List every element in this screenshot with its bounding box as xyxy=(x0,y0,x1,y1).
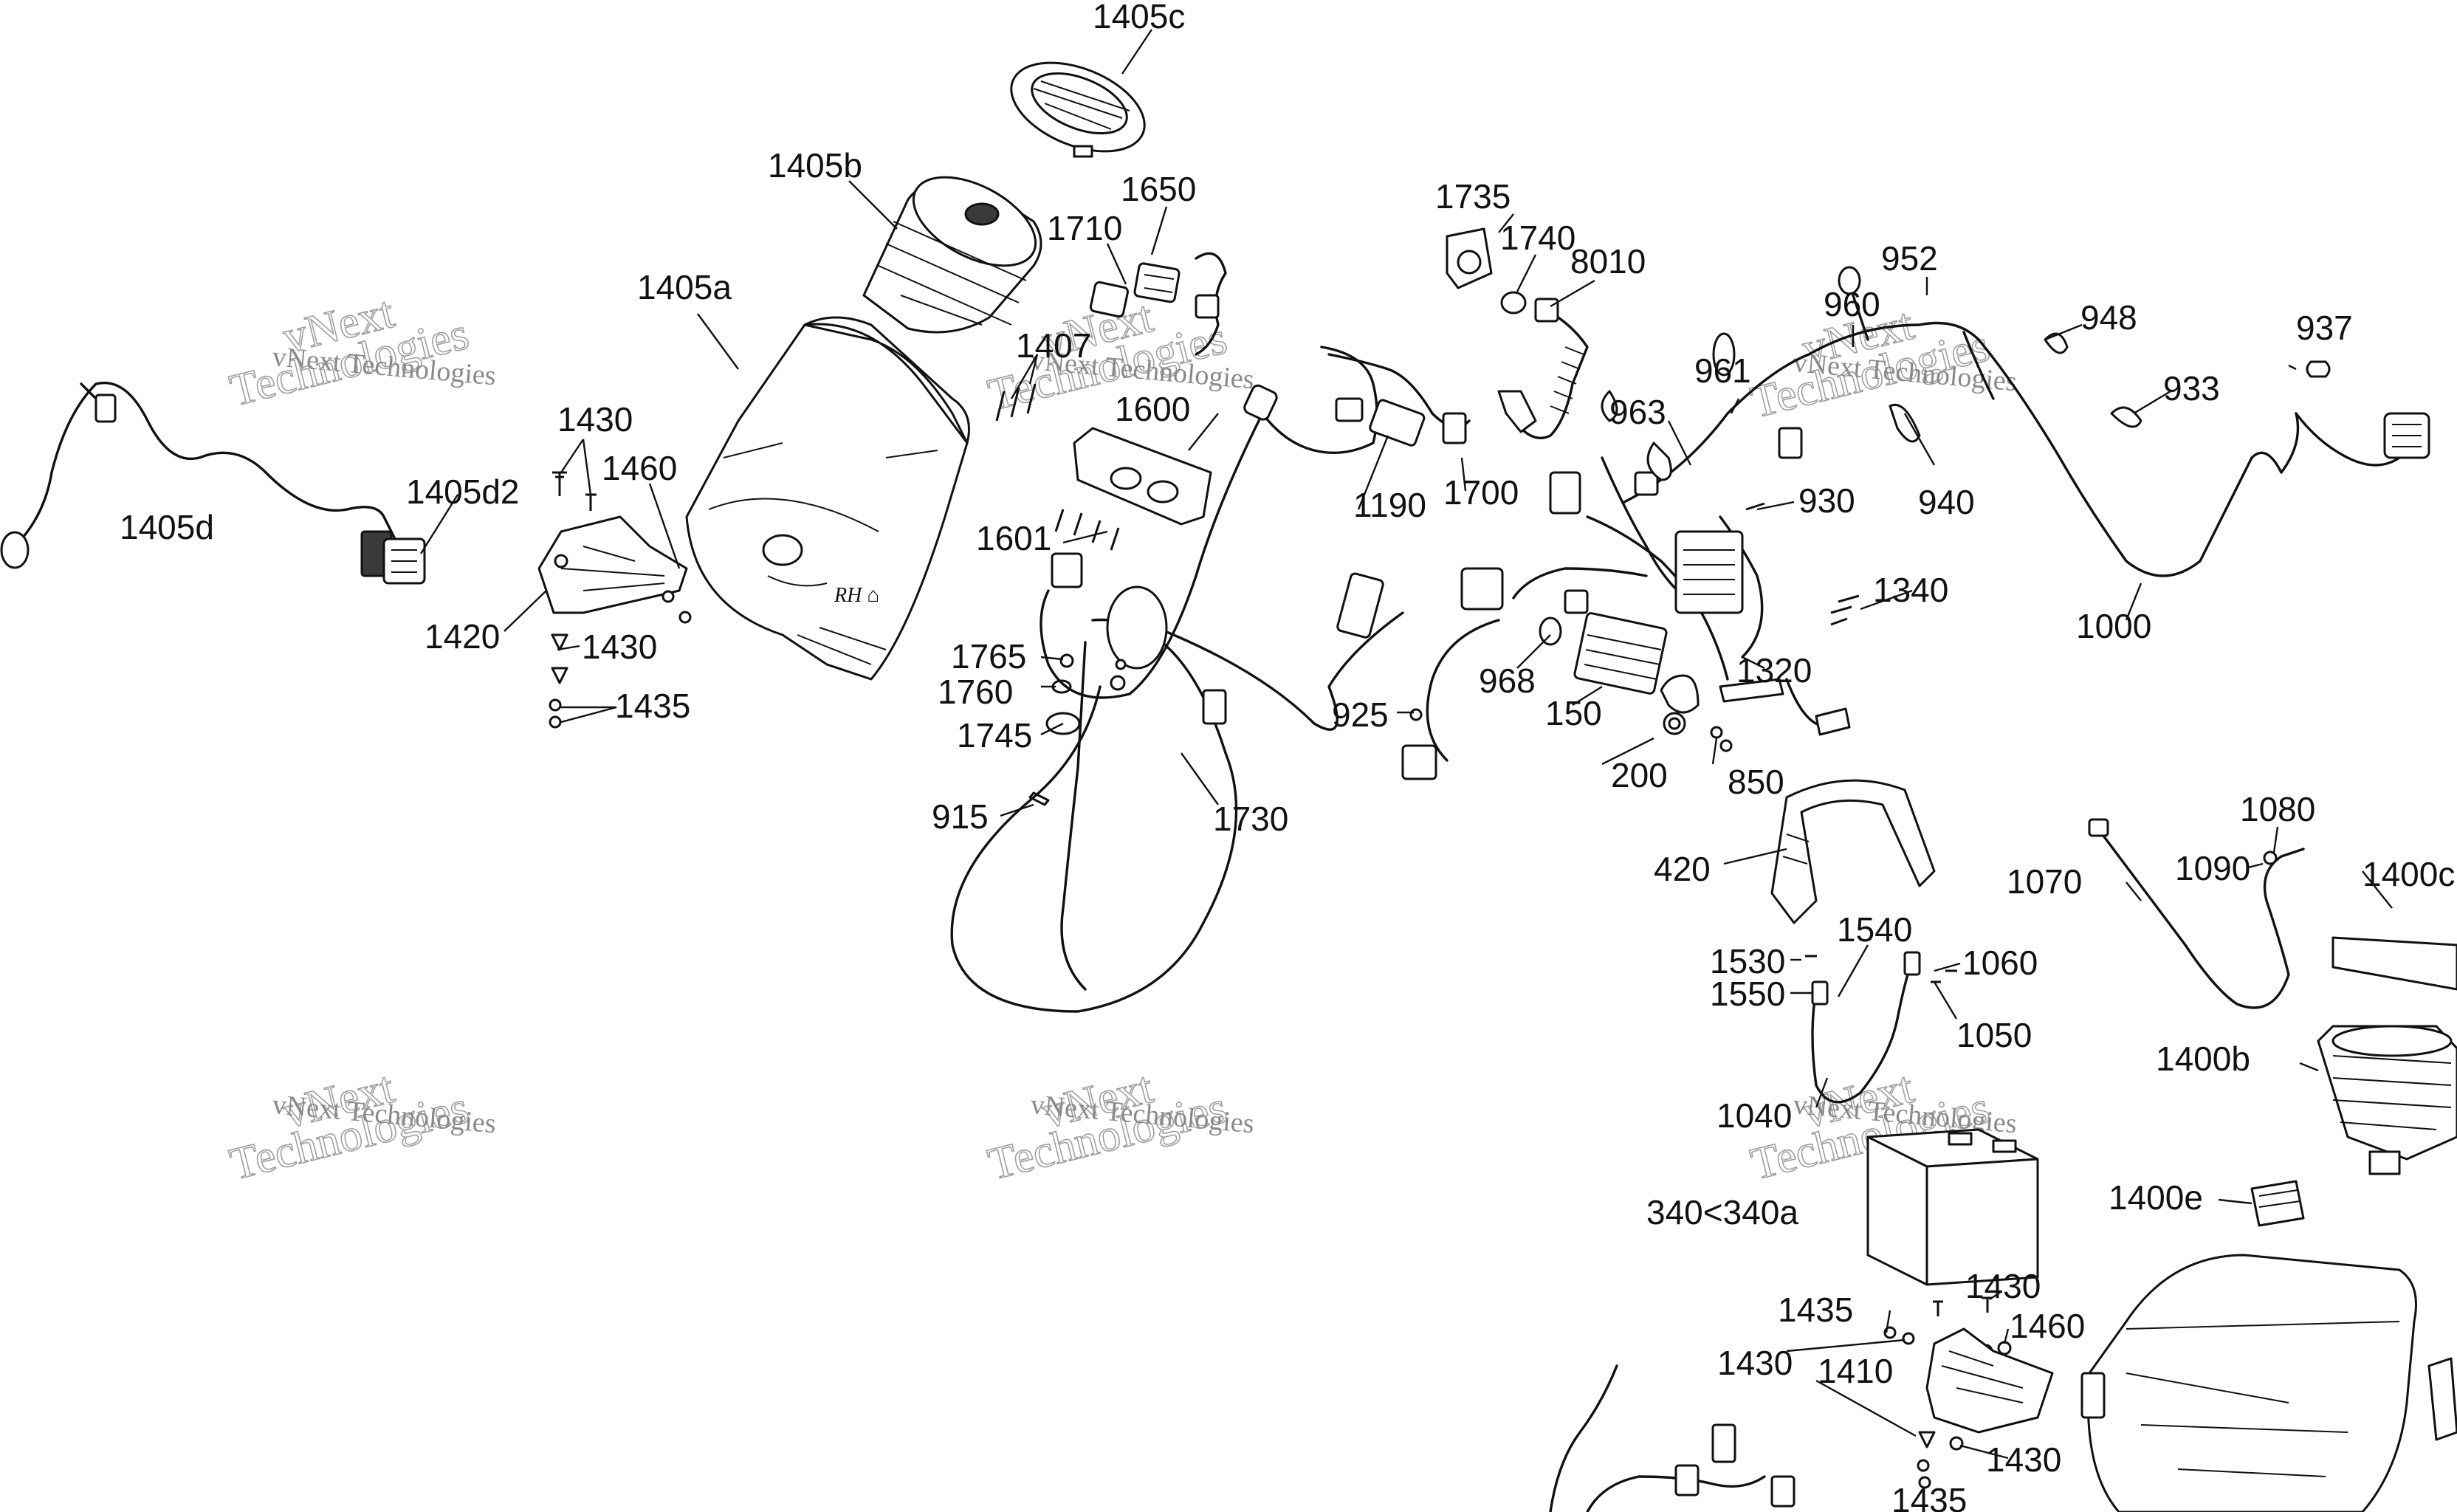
callout-1320: 1320 xyxy=(1736,651,1812,690)
callout-1730: 1730 xyxy=(1213,800,1288,838)
callout-1400c: 1400c xyxy=(2362,855,2455,893)
callout-1405a: 1405a xyxy=(637,268,732,306)
callout-1400b: 1400b xyxy=(2156,1040,2250,1078)
callout-1420: 1420 xyxy=(425,617,500,656)
speaker-pod-1405a: RH ⌂ xyxy=(685,316,970,681)
callout-1405d: 1405d xyxy=(120,508,214,546)
connectors-1650-1710 xyxy=(1089,252,1227,356)
callout-952: 952 xyxy=(1881,239,1938,278)
callout-1760: 1760 xyxy=(938,673,1013,711)
speaker-pod-1400a xyxy=(2080,1254,2457,1512)
cover-1400c xyxy=(2331,936,2457,991)
callout-1000: 1000 xyxy=(2076,607,2151,645)
fasteners xyxy=(549,383,2012,1489)
callout-937: 937 xyxy=(2296,309,2353,347)
harness-center xyxy=(1401,266,2430,780)
callout-1740: 1740 xyxy=(1500,219,1575,257)
callout-1765: 1765 xyxy=(951,637,1026,676)
svg-text:RH ⌂: RH ⌂ xyxy=(834,584,879,607)
callout-1745: 1745 xyxy=(957,716,1032,755)
callout-1410: 1410 xyxy=(1818,1352,1893,1390)
speaker-grille-1405c xyxy=(1010,61,1146,158)
callout-961: 961 xyxy=(1694,351,1751,390)
callout-1460-right: 1460 xyxy=(2010,1307,2085,1345)
callout-1735: 1735 xyxy=(1435,177,1511,216)
callout-1435-left: 1435 xyxy=(615,687,690,725)
callout-933: 933 xyxy=(2163,369,2220,408)
part-drawings: RH ⌂ xyxy=(0,61,2457,1512)
callout-1405b: 1405b xyxy=(768,146,862,185)
watermark-top-center: Technologies vNext vNext Technologies xyxy=(983,291,1255,421)
callout-968: 968 xyxy=(1479,662,1536,700)
callout-1190: 1190 xyxy=(1353,486,1426,524)
callout-200: 200 xyxy=(1611,756,1668,794)
switch-panel-1600 xyxy=(1073,427,1212,526)
callout-963: 963 xyxy=(1609,393,1666,431)
callout-1080: 1080 xyxy=(2240,790,2315,828)
callout-1407: 1407 xyxy=(1016,326,1091,365)
callout-1430-mid: 1430 xyxy=(582,628,657,666)
speaker-driver-1400b xyxy=(2317,1025,2457,1175)
callout-150: 150 xyxy=(1545,694,1602,732)
watermark-top-left: Technologies vNext vNext Technologies xyxy=(224,286,497,416)
bracket-1420 xyxy=(537,515,688,614)
callout-1700: 1700 xyxy=(1443,473,1519,512)
callout-340: 340<340a xyxy=(1646,1193,1798,1231)
speaker-driver-1405b xyxy=(862,176,1042,334)
callout-1090: 1090 xyxy=(2175,849,2250,887)
callout-1601: 1601 xyxy=(976,519,1051,557)
watermark-bottom-center: Technologies vNext vNext Technologies xyxy=(983,1062,1255,1190)
callout-1650: 1650 xyxy=(1121,170,1196,208)
bracket-1410 xyxy=(1925,1327,2054,1434)
callout-420: 420 xyxy=(1654,850,1711,888)
callout-915: 915 xyxy=(932,797,989,836)
callout-1050: 1050 xyxy=(1956,1016,2032,1054)
callout-948: 948 xyxy=(2080,298,2137,337)
callout-1430-right-top: 1430 xyxy=(1965,1267,2041,1305)
callout-1430-right-bottom: 1430 xyxy=(1986,1440,2061,1479)
callout-1435-right: 1435 xyxy=(1778,1291,1853,1329)
callout-850: 850 xyxy=(1728,763,1784,801)
callout-925: 925 xyxy=(1332,695,1389,734)
callout-1710: 1710 xyxy=(1047,209,1122,247)
callout-1405d2: 1405d2 xyxy=(406,472,520,511)
callout-1430-top: 1430 xyxy=(557,400,633,439)
battery-cable-1070 xyxy=(2088,818,2305,1009)
callout-1550: 1550 xyxy=(1710,975,1785,1013)
battery-340 xyxy=(1866,1128,2039,1286)
leader-lines xyxy=(419,29,2393,1460)
speaker-wire-1405d xyxy=(0,381,426,585)
callout-1430-right-mid: 1430 xyxy=(1717,1344,1793,1382)
battery-cable-1040 xyxy=(1811,951,1921,1104)
callout-1400e: 1400e xyxy=(2109,1178,2203,1217)
callout-1460-top: 1460 xyxy=(602,449,677,487)
callout-1530: 1530 xyxy=(1710,942,1785,980)
callout-960: 960 xyxy=(1824,285,1880,323)
coil-8010 xyxy=(1446,227,1589,439)
callout-8010: 8010 xyxy=(1570,242,1646,281)
harness-bottom xyxy=(1549,1364,1796,1512)
callout-1435-bottom: 1435 xyxy=(1891,1481,1967,1512)
callout-930: 930 xyxy=(1798,481,1855,520)
callout-1070: 1070 xyxy=(2007,862,2082,901)
fitting-1400e xyxy=(2250,1180,2305,1227)
callouts: 1405c 1405b 1650 1710 1735 1740 8010 952… xyxy=(120,0,2455,1512)
harness-1730 xyxy=(950,346,1471,1013)
callout-1340: 1340 xyxy=(1873,571,1948,609)
watermark-bottom-left: Technologies vNext vNext Technologies xyxy=(224,1062,497,1190)
strap-420 xyxy=(1770,779,1936,924)
callout-1405c: 1405c xyxy=(1093,0,1185,35)
callout-940: 940 xyxy=(1918,483,1975,521)
callout-1600: 1600 xyxy=(1115,390,1190,428)
callout-1060: 1060 xyxy=(1962,944,2038,982)
callout-1040: 1040 xyxy=(1717,1096,1792,1135)
callout-1540: 1540 xyxy=(1837,910,1912,949)
